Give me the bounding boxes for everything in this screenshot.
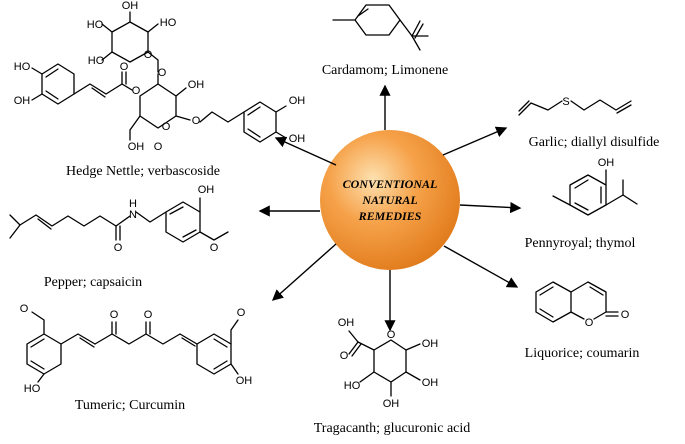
atom-ring-o: O — [585, 317, 594, 329]
atom-nh-h: H — [129, 198, 137, 210]
structure-thymol: OH — [552, 157, 638, 216]
atom-ho-4: HO — [344, 380, 361, 392]
atom-oh: OH — [598, 157, 615, 169]
hub-line-2: NATURAL — [361, 193, 417, 207]
atom-rha-ring-o: O — [144, 49, 153, 61]
atom-oh-right: OH — [236, 375, 253, 387]
remedy-cardamom: Cardamom; Limonene — [322, 4, 448, 78]
atom-glc-ch2oh: OH — [128, 141, 145, 153]
atom-n: N — [129, 209, 137, 221]
atom-ring-o: O — [387, 329, 396, 341]
remedy-garlic: S Garlic; diallyl disulfide — [518, 96, 660, 150]
atom-acid-oh: OH — [338, 317, 355, 329]
caption-pepper: Pepper; capsaicin — [44, 275, 142, 290]
atom-keto-o-1: O — [110, 309, 119, 321]
atom-carbonyl-o: O — [120, 61, 129, 73]
structure-capsaicin: N H O OH O — [9, 184, 229, 254]
atom-keto-o-2: O — [144, 309, 153, 321]
structure-glucuronic-acid: OH O O OH HO OH OH — [338, 317, 439, 410]
atom-ho-left: HO — [24, 383, 41, 395]
atom-oh-2: OH — [422, 377, 439, 389]
arrow-garlic — [442, 126, 508, 156]
remedy-tumeric: O O O O HO OH Tumeric; Curcumin — [20, 303, 253, 413]
atom-rha-oh-1: OH — [122, 0, 139, 12]
structure-diallyl-disulfide: S — [518, 96, 632, 116]
remedy-pepper: N H O OH O Pepper; capsaicin — [9, 184, 229, 290]
atom-glycosidic-o: O — [158, 67, 167, 79]
structure-curcumin: O O O O HO OH — [20, 303, 253, 395]
structure-limonene — [332, 4, 429, 51]
structure-coumarin: O O — [535, 281, 630, 329]
atom-methoxy-o: O — [210, 242, 219, 254]
atom-methoxy-o-left: O — [20, 303, 29, 315]
atom-rha-ho-2: HO — [88, 55, 105, 67]
hub-circle — [320, 130, 460, 270]
atom-oh-3: OH — [383, 398, 400, 410]
remedy-hedge-nettle: HO OH HO OH O O HO HO O O O O OH OH O OH… — [14, 0, 306, 179]
structure-verbascoside: HO OH HO OH O O HO HO O O O O OH OH O OH… — [14, 0, 306, 153]
hub-line-1: CONVENTIONAL — [343, 177, 438, 191]
atom-acid-o: O — [340, 350, 349, 362]
remedy-tragacanth: OH O O OH HO OH OH Tragacanth; glucuroni… — [314, 317, 471, 436]
caption-liquorice: Liquorice; coumarin — [525, 346, 640, 361]
caption-hedge-nettle: Hedge Nettle; verbascoside — [66, 164, 220, 179]
atom-methoxy-o-right: O — [237, 307, 246, 319]
atom-glc-oh: OH — [188, 79, 205, 91]
atom-glc-ether-o: O — [192, 115, 201, 127]
atom-s: S — [562, 96, 569, 108]
atom-caffeoyl-ho-2: OH — [14, 95, 31, 107]
caption-garlic: Garlic; diallyl disulfide — [529, 135, 660, 150]
arrow-liquorice — [443, 245, 519, 288]
remedy-liquorice: O O Liquorice; coumarin — [525, 281, 640, 361]
caption-tragacanth: Tragacanth; glucuronic acid — [314, 421, 471, 436]
atom-ester-o: O — [132, 85, 141, 97]
atom-hydroxytyrosol-oh-2: OH — [289, 133, 306, 145]
atom-amide-o: O — [114, 242, 123, 254]
hub: CONVENTIONAL NATURAL REMEDIES — [320, 130, 460, 270]
arrows — [258, 84, 522, 332]
atom-caffeoyl-ho-1: HO — [14, 61, 31, 73]
arrow-hedge-nettle — [274, 136, 337, 166]
arrow-tumeric — [271, 243, 337, 301]
remedy-pennyroyal: OH Pennyroyal; thymol — [525, 157, 638, 251]
caption-tumeric: Tumeric; Curcumin — [75, 398, 185, 413]
atom-rha-ho-1: HO — [87, 19, 104, 31]
arrow-pennyroyal — [459, 201, 522, 214]
caption-pennyroyal: Pennyroyal; thymol — [525, 236, 636, 251]
atom-rha-oh-2: HO — [160, 17, 177, 29]
hub-line-3: REMEDIES — [358, 209, 422, 223]
caption-cardamom: Cardamom; Limonene — [322, 63, 448, 78]
atom-glc-ring-o: O — [162, 121, 171, 133]
atom-oh-1: OH — [422, 338, 439, 350]
atom-carbonyl-o: O — [621, 309, 630, 321]
atom-hydroxytyrosol-oh-1: OH — [289, 95, 306, 107]
atom-glc-o-extra: O — [154, 141, 163, 153]
atom-oh: OH — [198, 184, 215, 196]
